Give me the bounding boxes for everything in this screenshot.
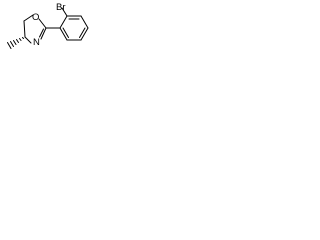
bond-ar6-ar1 — [59, 27, 68, 41]
chemical-structure-canvas: Br O N — [0, 0, 110, 66]
bond-c2-n-double-inner — [39, 28, 44, 38]
hash-line — [22, 37, 24, 39]
bond-n-c4 — [24, 36, 32, 44]
nitrogen-label: N — [33, 37, 40, 48]
bond-ar-br — [61, 7, 68, 17]
oxygen-label: O — [32, 12, 39, 23]
oxazoline-structure-diagram: Br O N — [7, 2, 89, 49]
hash-line — [19, 38, 22, 41]
bond-ar-double-inner — [62, 27, 69, 38]
bond-o-c2 — [38, 18, 47, 29]
bromine-label: Br — [56, 2, 66, 13]
bond-c4-c5 — [23, 20, 26, 38]
benzene-ring — [59, 15, 89, 41]
hash-line — [13, 40, 17, 45]
hash-line — [7, 42, 12, 49]
methyl-hashed-wedge — [7, 37, 24, 49]
hash-line — [10, 41, 14, 47]
bond-ar3-ar4 — [80, 15, 89, 29]
hash-line — [16, 39, 19, 43]
oxazoline-ring — [23, 14, 47, 44]
bond-ar1-ar2 — [59, 15, 68, 29]
bond-ar4-ar5 — [80, 27, 89, 41]
bond-c2-n-double-outer — [40, 27, 47, 40]
bond-c5-o — [23, 14, 34, 22]
bond-ar-double-inner — [79, 27, 86, 38]
